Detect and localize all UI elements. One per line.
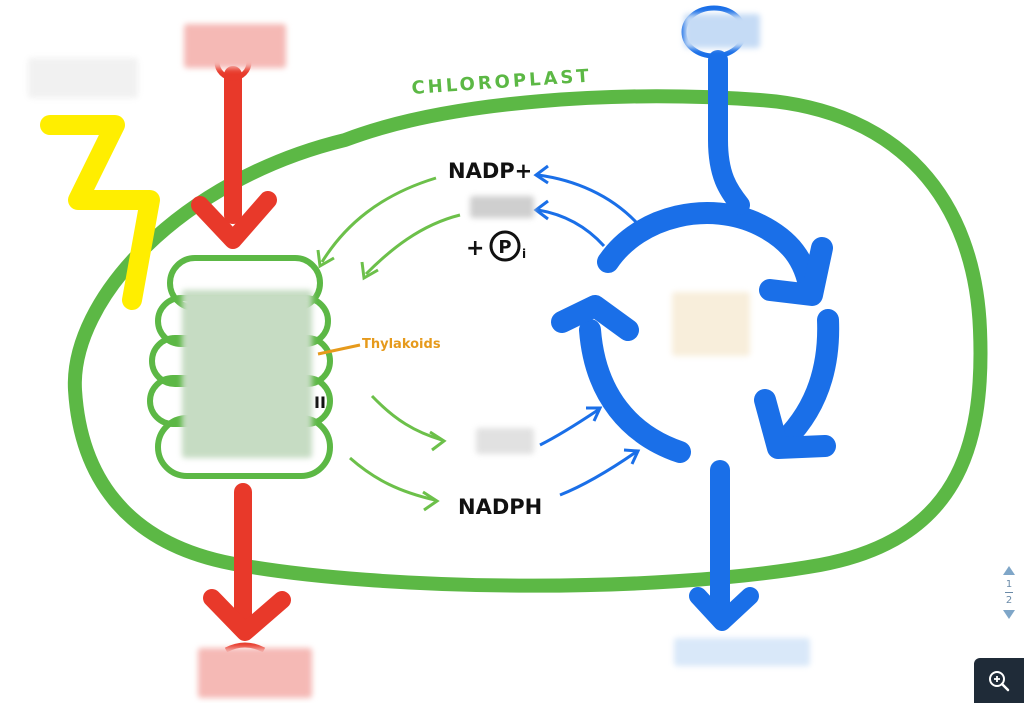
- cycle-to-nadp-arrow: [537, 173, 638, 224]
- calvin-cycle: [551, 202, 840, 463]
- sugar-out-arrowhead: [689, 587, 759, 631]
- redacted-label-thylakoid-contents: [182, 290, 312, 458]
- page-divider: [1005, 592, 1013, 593]
- light-bolt-icon: [40, 115, 160, 310]
- photosystem-numeral: II: [314, 393, 326, 412]
- water-in-arrowhead: [191, 191, 277, 249]
- redacted-label-oxygen: [198, 648, 312, 698]
- phosphate-subscript: i: [522, 247, 526, 261]
- current-page: 1: [1005, 579, 1013, 590]
- redacted-label-sugar: [674, 638, 810, 666]
- thylakoids-leader-line: [317, 343, 361, 356]
- cycle-to-adp-arrow: [537, 208, 606, 248]
- redacted-label-water: [184, 24, 286, 68]
- co2-in-arrow: [708, 50, 750, 215]
- nadp-plus-label: NADP+: [448, 159, 532, 183]
- phosphate-icon: [489, 230, 521, 262]
- page-navigator: 1 2: [1000, 566, 1018, 619]
- zoom-button[interactable]: [974, 658, 1024, 703]
- phosphate-symbol: P: [498, 237, 511, 258]
- oxygen-out-arrowhead: [203, 589, 291, 641]
- adp-return-arrow: [364, 213, 461, 276]
- redacted-label-atp: [476, 428, 534, 454]
- chloroplast-membrane: [67, 89, 988, 593]
- nadph-label: NADPH: [458, 495, 542, 519]
- redacted-label-adp: [470, 196, 534, 218]
- pi-plus-sign: +: [466, 236, 484, 261]
- redacted-label-calvin-center: [672, 292, 750, 356]
- total-pages: 2: [1005, 595, 1013, 606]
- zoom-in-icon: [989, 670, 1010, 691]
- nadp-return-arrow: [320, 176, 437, 263]
- atp-out-arrow: [370, 394, 443, 442]
- redacted-label-top-left: [28, 58, 138, 98]
- atp-to-cycle-arrow: [539, 408, 599, 447]
- page-down-icon[interactable]: [1003, 610, 1015, 619]
- thylakoids-label: Thylakoids: [362, 337, 441, 352]
- nadph-to-cycle-arrow: [559, 450, 637, 497]
- page-up-icon[interactable]: [1003, 566, 1015, 575]
- nadph-out-arrow: [349, 456, 436, 502]
- redacted-label-co2: [684, 14, 760, 48]
